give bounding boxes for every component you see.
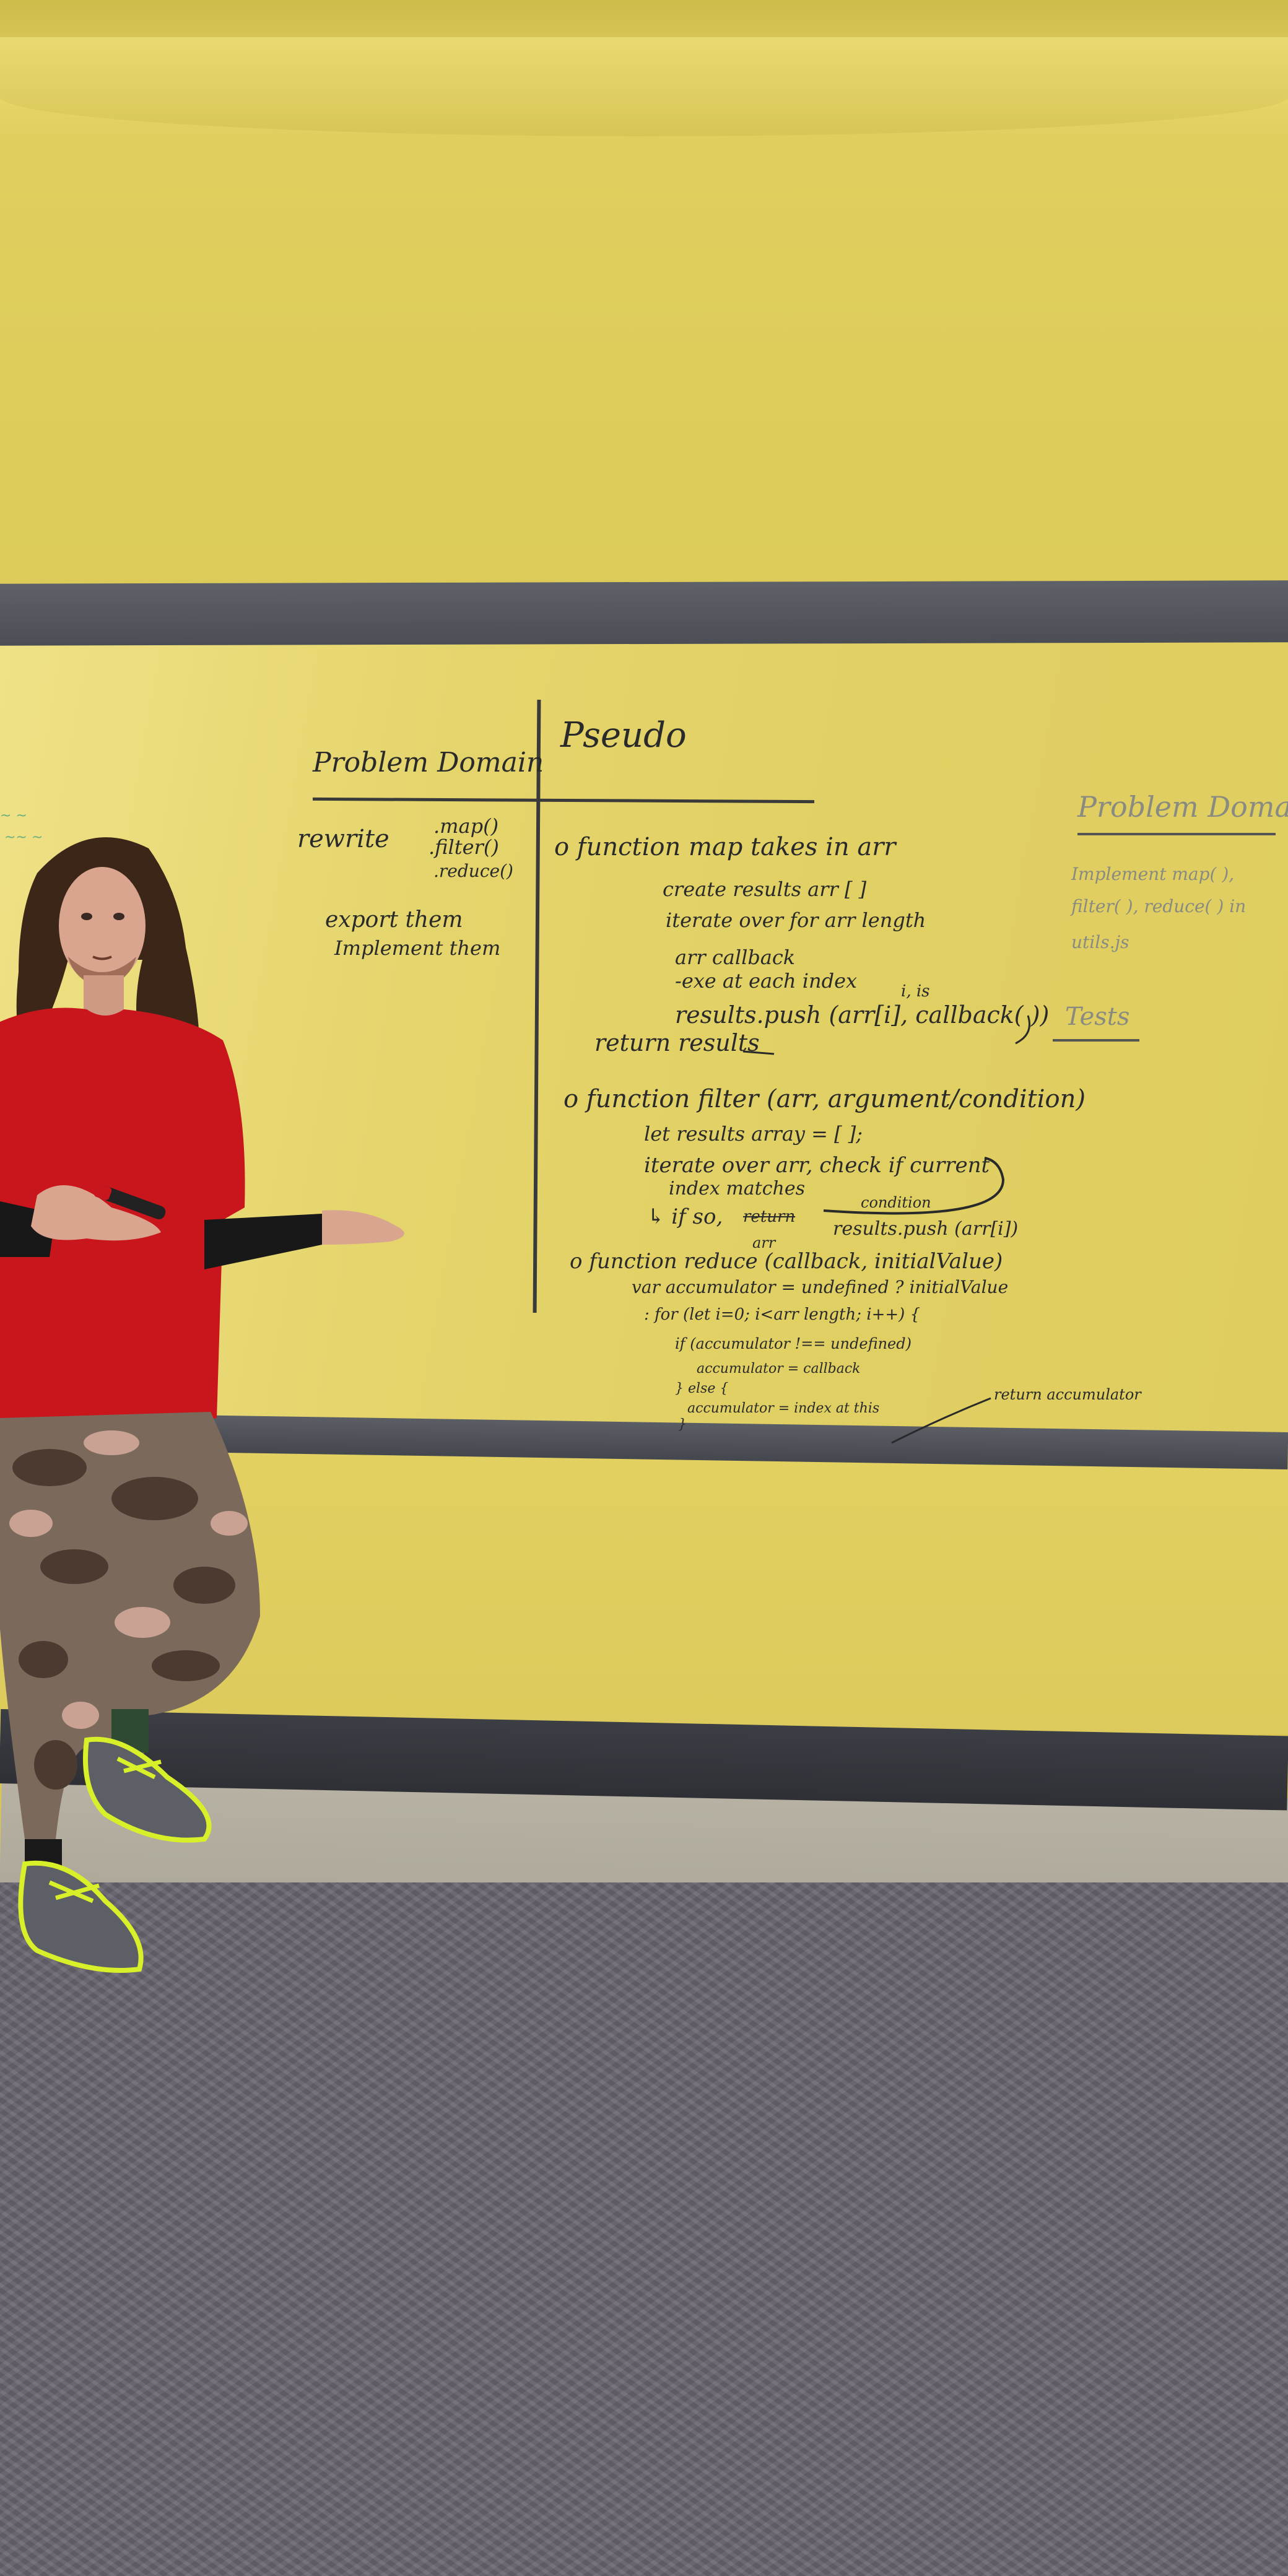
left-hand (31, 1185, 161, 1241)
tests-underline (1053, 1039, 1139, 1042)
reduce-line-5: accumulator = callback (697, 1361, 861, 1377)
right-hand (322, 1210, 404, 1245)
method-map: .map() (433, 814, 499, 838)
right-shoe (83, 1736, 212, 1843)
ceiling-curve (0, 37, 1288, 136)
export-label: export them (325, 907, 463, 933)
filter-line-6: results.push (arr[i]) (833, 1218, 1019, 1240)
right-sleeve (204, 1214, 322, 1269)
method-reduce: .reduce() (433, 861, 513, 881)
filter-line-3: iterate over arr, check if current (644, 1153, 990, 1178)
filter-line-2: let results array = [ ]; (644, 1122, 863, 1146)
marker (94, 1184, 166, 1220)
filter-line-5: ↳ if so, (647, 1204, 723, 1229)
reduce-line-3: : for (let i=0; i<arr length; i++) { (644, 1305, 921, 1324)
marker-cap (94, 1183, 112, 1201)
filter-condition-arrow (823, 1157, 1005, 1215)
right-title-underline (1077, 833, 1276, 835)
face (59, 867, 146, 985)
tests-label: Tests (1065, 1003, 1130, 1031)
method-filter: .filter() (429, 835, 499, 859)
map-line-5: -exe at each index (675, 969, 858, 993)
neck (84, 975, 124, 1019)
camo-pattern (12, 1449, 235, 1790)
reduce-line-2: var accumulator = undefined ? initialVal… (632, 1277, 1009, 1297)
left-shoe (18, 1860, 144, 1973)
map-note: i, is (901, 982, 930, 1001)
pseudo-title: Pseudo (560, 715, 687, 755)
mouth (92, 955, 112, 960)
map-line-6: results.push (arr[i], callback( )) (675, 1001, 1050, 1029)
rewrite-label: rewrite (297, 825, 389, 853)
reduce-return-arrow (891, 1397, 991, 1444)
edge-scribble: ~ ~ ~~ ~ (0, 808, 43, 846)
map-line-2: create results arr [ ] (663, 877, 867, 901)
upper-wall (0, 136, 1288, 594)
map-line-3: iterate over for arr length (666, 908, 926, 932)
filter-note: condition (861, 1194, 931, 1211)
left-shoelace (48, 1880, 100, 1904)
right-line-1: Implement map( ), (1071, 864, 1235, 884)
reduce-note: arr (752, 1234, 776, 1251)
reduce-line-1: o function reduce (callback, initialValu… (570, 1249, 1003, 1274)
map-paren-mark (1015, 1015, 1030, 1045)
left-eye (81, 913, 92, 920)
left-problem-domain-title: Problem Domain (313, 747, 544, 778)
map-line-4: arr callback (675, 946, 796, 969)
reduce-line-8: } (678, 1417, 687, 1432)
person (0, 837, 404, 1973)
return-accumulator-note: return accumulator (994, 1386, 1141, 1403)
filter-struck: return (743, 1208, 796, 1226)
right-line-2: filter( ), reduce( ) in (1071, 896, 1247, 916)
right-shoelace (116, 1756, 162, 1780)
reduce-line-4: if (accumulator !== undefined) (675, 1335, 912, 1352)
filter-line-1: o function filter (arr, argument/conditi… (564, 1085, 1086, 1113)
map-line-1: o function map takes in arr (554, 833, 896, 861)
reduce-line-6: } else { (675, 1381, 729, 1396)
carpet-floor (0, 1882, 1288, 2576)
implement-label: Implement them (334, 936, 501, 960)
right-line-3: utils.js (1071, 932, 1129, 952)
reduce-line-7: accumulator = index at this (687, 1401, 880, 1416)
return-results-underline (742, 1050, 775, 1055)
filter-line-4: index matches (669, 1178, 805, 1199)
right-eye (113, 913, 124, 920)
right-problem-domain-title: Problem Domain (1077, 790, 1288, 824)
camo-pattern-light (9, 1430, 248, 1729)
map-line-7: return results (594, 1029, 760, 1056)
